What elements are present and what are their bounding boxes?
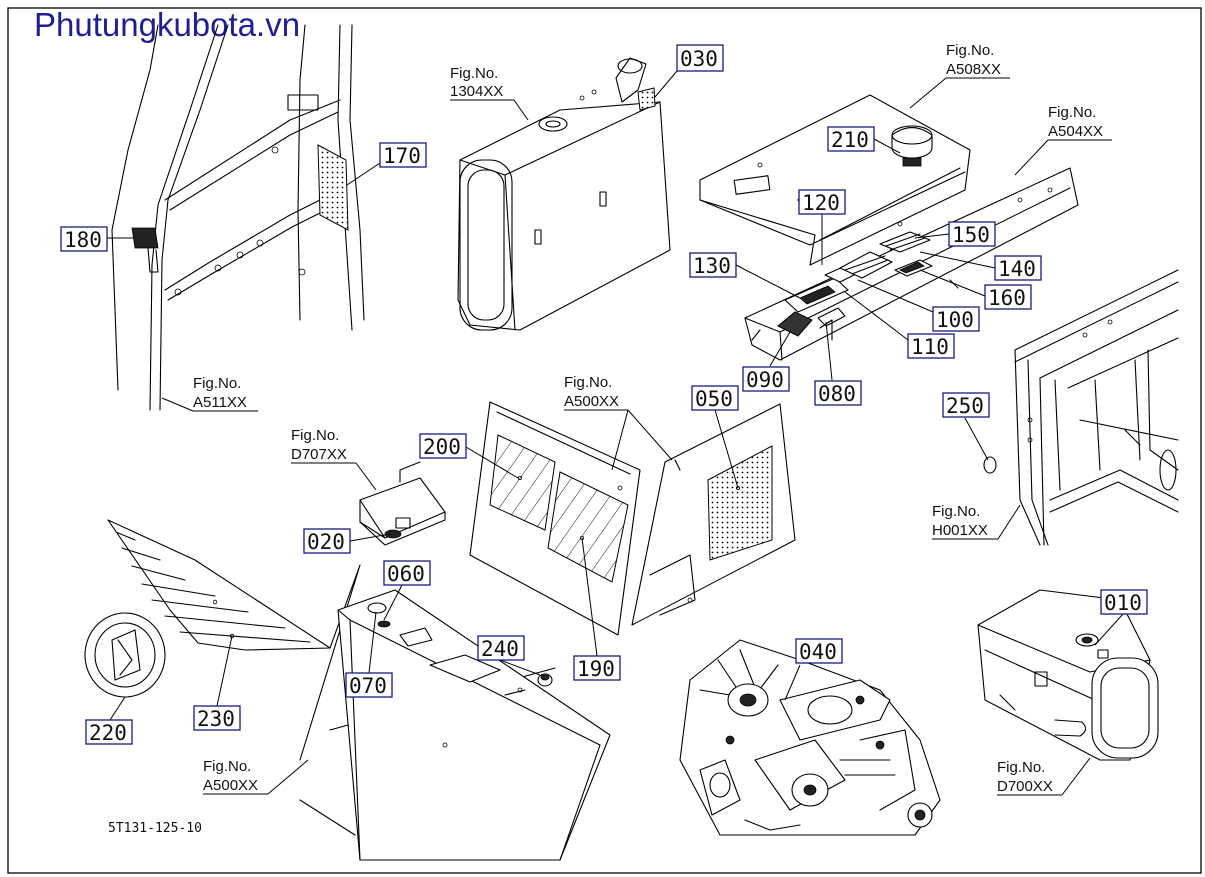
fuel-tank <box>977 589 1159 761</box>
svg-text:150: 150 <box>952 223 990 247</box>
fig-ref-A511XX: Fig.No. A511XX <box>161 375 258 412</box>
callout-220[interactable]: 220 <box>85 719 133 745</box>
callout-120[interactable]: 120 <box>798 189 846 215</box>
svg-text:100: 100 <box>936 308 974 332</box>
watermark-logo: Phutungkubota.vn <box>34 6 300 43</box>
drawing-code: 5T131-125-10 <box>108 821 202 836</box>
svg-text:D707XX: D707XX <box>291 446 347 463</box>
svg-text:A508XX: A508XX <box>946 61 1001 78</box>
callout-080[interactable]: 080 <box>814 380 862 406</box>
fig-ref-A508XX: Fig.No. A508XX <box>909 42 1010 109</box>
svg-text:220: 220 <box>89 721 127 745</box>
callout-030[interactable]: 030 <box>676 44 724 72</box>
callout-190[interactable]: 190 <box>573 655 621 681</box>
fig-ref-A500XX-bottom: Fig.No. A500XX <box>203 758 309 795</box>
svg-text:180: 180 <box>64 228 102 252</box>
svg-text:Fig.No.: Fig.No. <box>291 427 339 444</box>
fig-ref-D707XX: Fig.No. D707XX <box>291 427 377 491</box>
svg-text:Fig.No.: Fig.No. <box>946 42 994 59</box>
engine-assembly <box>679 639 941 836</box>
svg-text:230: 230 <box>197 707 235 731</box>
svg-text:A500XX: A500XX <box>203 777 258 794</box>
callout-140[interactable]: 140 <box>994 255 1042 281</box>
svg-text:200: 200 <box>423 435 461 459</box>
svg-text:190: 190 <box>577 657 615 681</box>
callout-060[interactable]: 060 <box>383 560 431 586</box>
svg-text:Fig.No.: Fig.No. <box>564 374 612 391</box>
callout-200[interactable]: 200 <box>419 433 467 459</box>
fig-ref-H001XX: Fig.No. H001XX <box>932 503 1021 540</box>
svg-text:D700XX: D700XX <box>997 778 1053 795</box>
callout-100[interactable]: 100 <box>932 306 980 332</box>
callout-240[interactable]: 240 <box>477 635 525 661</box>
callout-230[interactable]: 230 <box>193 705 241 731</box>
battery-bracket <box>359 461 446 546</box>
diagram-border <box>7 7 1202 874</box>
svg-text:090: 090 <box>746 368 784 392</box>
callout-010[interactable]: 010 <box>1100 589 1148 615</box>
svg-text:120: 120 <box>802 191 840 215</box>
callout-160[interactable]: 160 <box>984 284 1032 310</box>
svg-text:H001XX: H001XX <box>932 522 988 539</box>
callout-210[interactable]: 210 <box>827 126 875 152</box>
bonnet-and-cover <box>84 519 611 861</box>
callout-170[interactable]: 170 <box>379 142 427 168</box>
svg-text:Fig.No.: Fig.No. <box>193 375 241 392</box>
svg-text:Fig.No.: Fig.No. <box>1048 104 1096 121</box>
svg-text:030: 030 <box>680 47 718 71</box>
svg-text:240: 240 <box>481 637 519 661</box>
fig-ref-A500XX-top: Fig.No. A500XX <box>564 374 673 471</box>
svg-text:110: 110 <box>911 335 949 359</box>
svg-text:A500XX: A500XX <box>564 393 619 410</box>
callout-040[interactable]: 040 <box>795 638 843 664</box>
callout-090[interactable]: 090 <box>742 366 790 392</box>
callout-020[interactable]: 020 <box>303 528 351 554</box>
svg-text:140: 140 <box>998 257 1036 281</box>
callout-110[interactable]: 110 <box>907 333 955 359</box>
svg-text:070: 070 <box>349 674 387 698</box>
svg-text:130: 130 <box>693 254 731 278</box>
cab-frame-left <box>111 24 365 411</box>
svg-text:160: 160 <box>988 286 1026 310</box>
svg-text:040: 040 <box>799 640 837 664</box>
callout-130[interactable]: 130 <box>689 252 737 278</box>
svg-text:080: 080 <box>818 382 856 406</box>
svg-text:A504XX: A504XX <box>1048 123 1103 140</box>
svg-text:210: 210 <box>831 128 869 152</box>
svg-text:Fig.No.: Fig.No. <box>997 759 1045 776</box>
callout-070[interactable]: 070 <box>345 672 393 698</box>
fig-ref-D700XX: Fig.No. D700XX <box>997 757 1091 796</box>
callout-180[interactable]: 180 <box>60 226 108 252</box>
svg-text:060: 060 <box>387 562 425 586</box>
callout-050[interactable]: 050 <box>691 385 739 411</box>
svg-text:1304XX: 1304XX <box>450 83 503 100</box>
main-frame-right <box>983 269 1179 546</box>
svg-text:Fig.No.: Fig.No. <box>932 503 980 520</box>
svg-text:A511XX: A511XX <box>193 394 247 411</box>
svg-text:170: 170 <box>383 144 421 168</box>
cab-roof-panels <box>699 94 1079 361</box>
fig-ref-A504XX: Fig.No. A504XX <box>1014 104 1112 176</box>
callout-150[interactable]: 150 <box>948 221 996 247</box>
hydraulic-tank <box>457 57 671 331</box>
fig-ref-1304XX: Fig.No. 1304XX <box>450 65 529 121</box>
svg-text:Fig.No.: Fig.No. <box>203 758 251 775</box>
svg-text:010: 010 <box>1104 591 1142 615</box>
svg-text:250: 250 <box>946 394 984 418</box>
callout-250[interactable]: 250 <box>942 392 990 418</box>
svg-text:020: 020 <box>307 530 345 554</box>
leader-lines <box>106 70 1124 721</box>
svg-text:050: 050 <box>695 387 733 411</box>
svg-text:Fig.No.: Fig.No. <box>450 65 498 82</box>
side-panels-center <box>469 401 796 636</box>
